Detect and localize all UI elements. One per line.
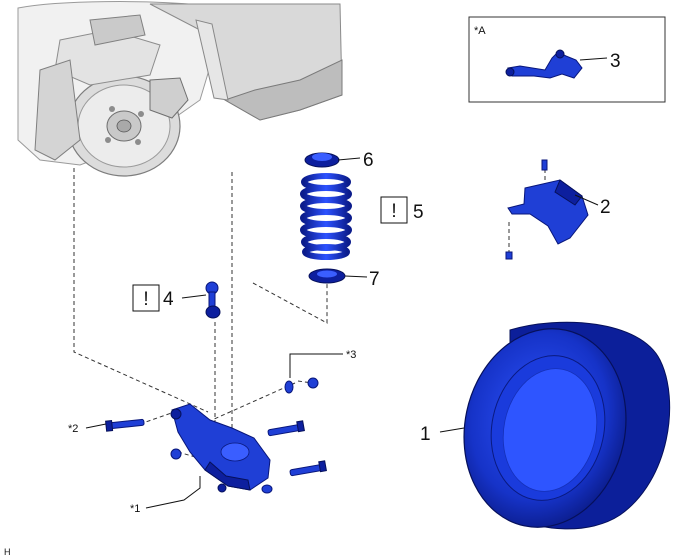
callout-star-3: *3 <box>346 349 356 361</box>
lower-control-arm <box>170 403 271 493</box>
part-2-bracket <box>505 159 589 260</box>
leader-lines <box>85 57 608 509</box>
caution-mark: ! <box>143 289 148 310</box>
caution-mark: ! <box>391 201 396 222</box>
callout-star-1: *1 <box>130 503 140 515</box>
callout-3: 3 <box>610 51 621 72</box>
vehicle-wheel-hub-illustration <box>17 1 343 177</box>
arm-bolts-and-nuts <box>105 377 327 494</box>
part-1-tire <box>463 321 671 530</box>
part-5-coil-spring <box>300 173 352 260</box>
callout-1: 1 <box>420 424 431 445</box>
callout-7: 7 <box>369 269 380 290</box>
corner-mark: H <box>4 547 11 557</box>
callout-4: 4 <box>163 289 174 310</box>
caution-box-4: ! <box>132 284 160 312</box>
callout-star-a: *A <box>474 25 486 37</box>
part-4-stabilizer-link <box>205 281 221 319</box>
callout-star-2: *2 <box>68 423 78 435</box>
callout-5: 5 <box>413 202 424 223</box>
part-6-upper-insulator <box>304 152 340 168</box>
callout-6: 6 <box>363 150 374 171</box>
caution-box-5: ! <box>380 196 408 224</box>
part-7-lower-insulator <box>308 268 346 284</box>
callout-2: 2 <box>600 197 611 218</box>
detail-box-a <box>468 16 666 103</box>
